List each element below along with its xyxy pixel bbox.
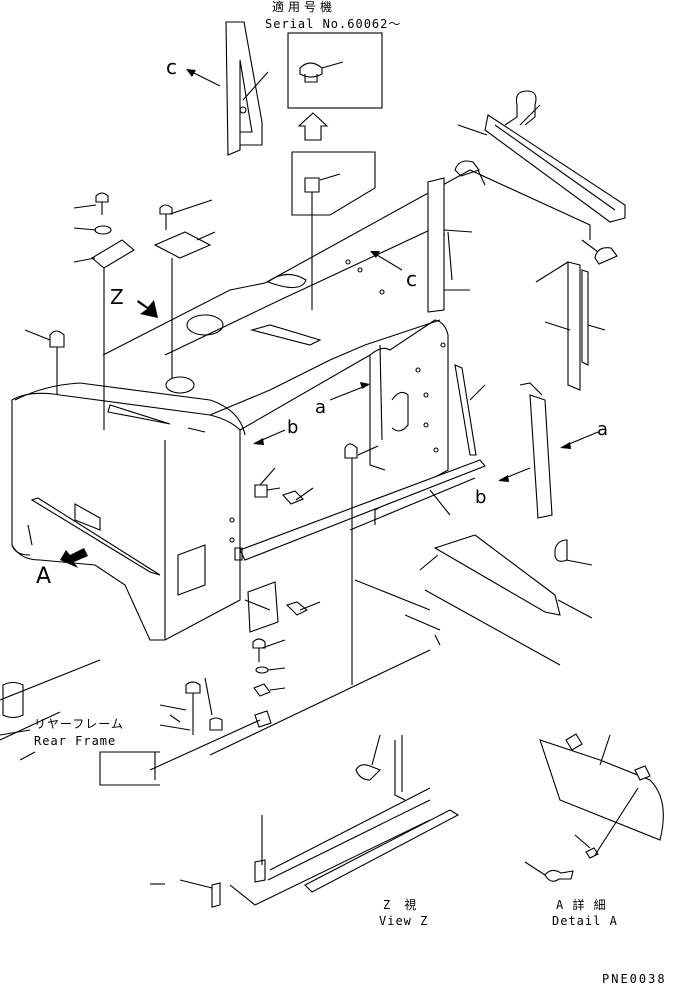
detail-a-drawing: [524, 733, 664, 882]
arrow-to-c-mid: [370, 251, 403, 271]
arrow-to-c-top: [186, 69, 221, 87]
arrow-b-right: [498, 467, 531, 482]
inner-bolts: [254, 443, 379, 685]
left-cap-bolt: [24, 329, 65, 395]
lower-fasteners: [159, 638, 286, 735]
callout-big-a: A: [36, 564, 52, 589]
left-ledger-plate: [234, 547, 243, 561]
right-vertical-plate-2: [535, 239, 618, 391]
arrow-a-left: [329, 382, 370, 401]
z-arrow-icon: [137, 300, 158, 318]
left-bolt-stack: [73, 192, 135, 430]
serial-inset-box: [287, 32, 383, 109]
callout-c-top: c: [166, 55, 177, 79]
serial-number-text: Serial No.60062～: [265, 17, 402, 31]
rear-frame-label-en: Rear Frame: [34, 734, 117, 748]
up-arrow-icon: [297, 112, 329, 141]
view-z-label-jp: Z 視: [383, 898, 418, 912]
serial-title-jp: 適用号機: [272, 0, 337, 14]
lower-frame: [0, 581, 441, 786]
bracket-c: [225, 21, 269, 156]
arrow-b-left: [253, 429, 286, 445]
bottom-right-panel: [354, 539, 593, 666]
view-z-label-en: View Z: [379, 914, 429, 928]
view-z-drawing: [150, 734, 460, 908]
mid-side-strip: [454, 364, 486, 456]
rear-frame-label-jp: リヤーフレーム: [34, 717, 124, 731]
long-bottom-rail: [239, 459, 486, 561]
right-vertical-plate-1: [427, 160, 486, 313]
detail-a-label-jp: A 詳 細: [556, 898, 607, 912]
callout-b-left: b: [287, 417, 299, 438]
callout-z: Z: [110, 285, 124, 309]
top-right-rail: [457, 90, 626, 223]
callout-a-right: a: [597, 419, 609, 440]
arrow-a-right: [560, 431, 599, 449]
right-vertical-plate-3: [519, 382, 553, 519]
detail-a-label-en: Detail A: [552, 914, 618, 928]
cap-original-box: [291, 151, 376, 310]
callout-b-right: b: [475, 487, 487, 508]
callout-c-mid: c: [406, 267, 417, 291]
top-plate-bolt: [153, 199, 216, 378]
drawing-code: PNE0038: [602, 972, 667, 986]
a-arrow-icon: [60, 548, 88, 568]
callout-a-left: a: [315, 397, 327, 418]
bottom-right-angle: [419, 534, 593, 619]
main-cover-body: [11, 169, 591, 641]
